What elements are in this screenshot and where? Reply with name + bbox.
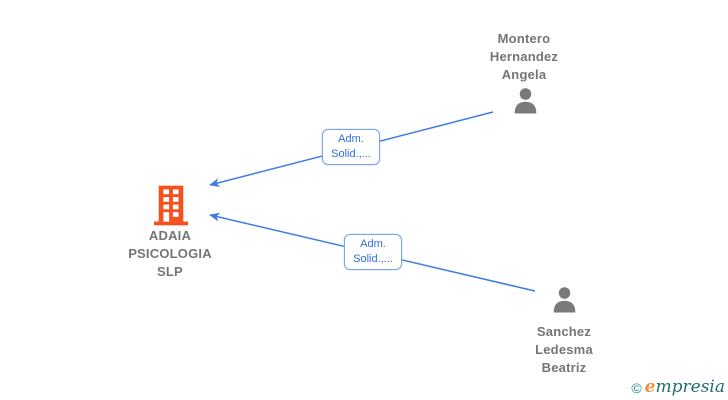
person-name-line: Ledesma — [535, 342, 593, 357]
person-icon[interactable] — [510, 86, 541, 116]
edge-label-line: Adm. — [338, 133, 364, 145]
person-name: Montero Hernandez Angela — [464, 30, 584, 84]
person-name: Sanchez Ledesma Beatriz — [504, 323, 624, 377]
building-icon[interactable] — [154, 185, 188, 226]
person-name-line: Angela — [501, 67, 547, 82]
person-icon[interactable] — [549, 285, 580, 315]
edge-label-sanchez: Adm. Solid.,... — [344, 234, 402, 270]
person-name-line: Montero — [497, 31, 551, 46]
edge-label-line: Solid.,... — [331, 148, 371, 160]
company-name-line: PSICOLOGIA — [128, 246, 212, 261]
person-name-line: Beatriz — [541, 360, 587, 375]
node-person-montero[interactable]: Montero Hernandez Angela — [464, 30, 584, 84]
company-name-line: ADAIA — [148, 228, 192, 243]
brand-wordmark: empresia — [645, 379, 725, 396]
person-name-line: Sanchez — [536, 324, 592, 339]
copyright-icon: © — [631, 379, 642, 396]
person-name-line: Hernandez — [489, 49, 559, 64]
edge-label-line: Adm. — [360, 238, 386, 250]
company-name: ADAIA PSICOLOGIA SLP — [105, 227, 235, 281]
brand-rest: mpresia — [655, 377, 726, 397]
company-name-line: SLP — [157, 264, 183, 279]
node-person-sanchez[interactable]: Sanchez Ledesma Beatriz — [504, 323, 624, 377]
edge-label-montero: Adm. Solid.,... — [322, 129, 380, 165]
brand-initial: e — [644, 377, 656, 397]
edge-label-line: Solid.,... — [353, 253, 393, 265]
node-company[interactable]: ADAIA PSICOLOGIA SLP — [105, 227, 235, 281]
empresia-logo[interactable]: © empresia — [631, 379, 725, 396]
